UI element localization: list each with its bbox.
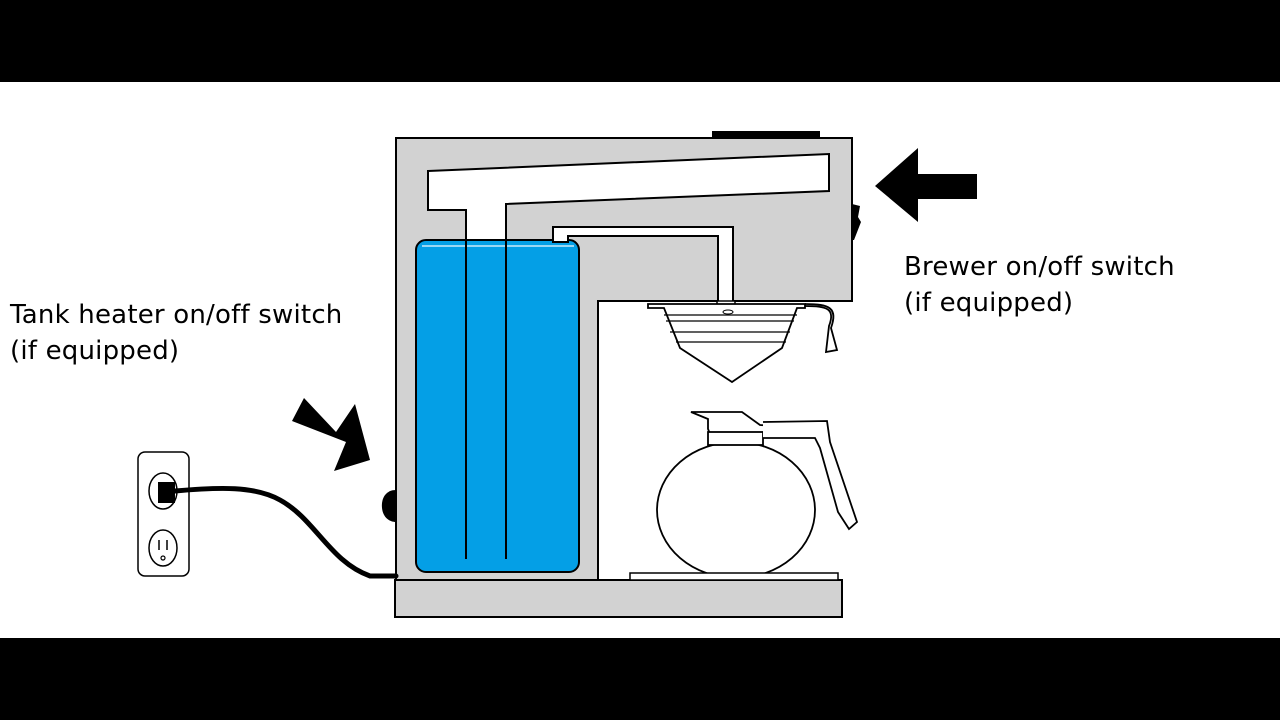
- brewer-lid-strip: [712, 131, 820, 138]
- tank-heater-switch-label-line2: (if equipped): [10, 336, 180, 366]
- warmer-plate-icon: [629, 572, 839, 581]
- coffee-decanter-icon: [656, 411, 859, 579]
- brewer-switch-label-line2: (if equipped): [904, 288, 1074, 318]
- brewer-switch-label: Brewer on/off switch (if equipped): [904, 249, 1175, 321]
- diagram-canvas: Tank heater on/off switch (if equipped) …: [0, 82, 1280, 638]
- decanter-neck: [707, 431, 764, 446]
- plug-icon: [158, 482, 175, 503]
- brewer-switch-label-line1: Brewer on/off switch: [904, 252, 1175, 282]
- coffee-brewer-diagram: [137, 131, 977, 618]
- brewer-switch-knob: [852, 204, 861, 240]
- tank-heater-switch-label-line1: Tank heater on/off switch: [10, 300, 343, 330]
- brewer-switch-arrow-icon: [875, 148, 977, 222]
- tank-heater-switch-label: Tank heater on/off switch (if equipped): [10, 297, 343, 369]
- decanter-handle: [762, 420, 859, 531]
- power-cord-icon: [172, 485, 399, 579]
- wall-outlet-icon: [137, 451, 190, 577]
- brewer-base: [394, 579, 843, 618]
- brew-funnel-icon: [647, 303, 839, 384]
- water-tank: [415, 239, 580, 573]
- tank-heater-switch-knob: [381, 490, 396, 522]
- tank-heater-switch-arrow-icon: [292, 398, 370, 471]
